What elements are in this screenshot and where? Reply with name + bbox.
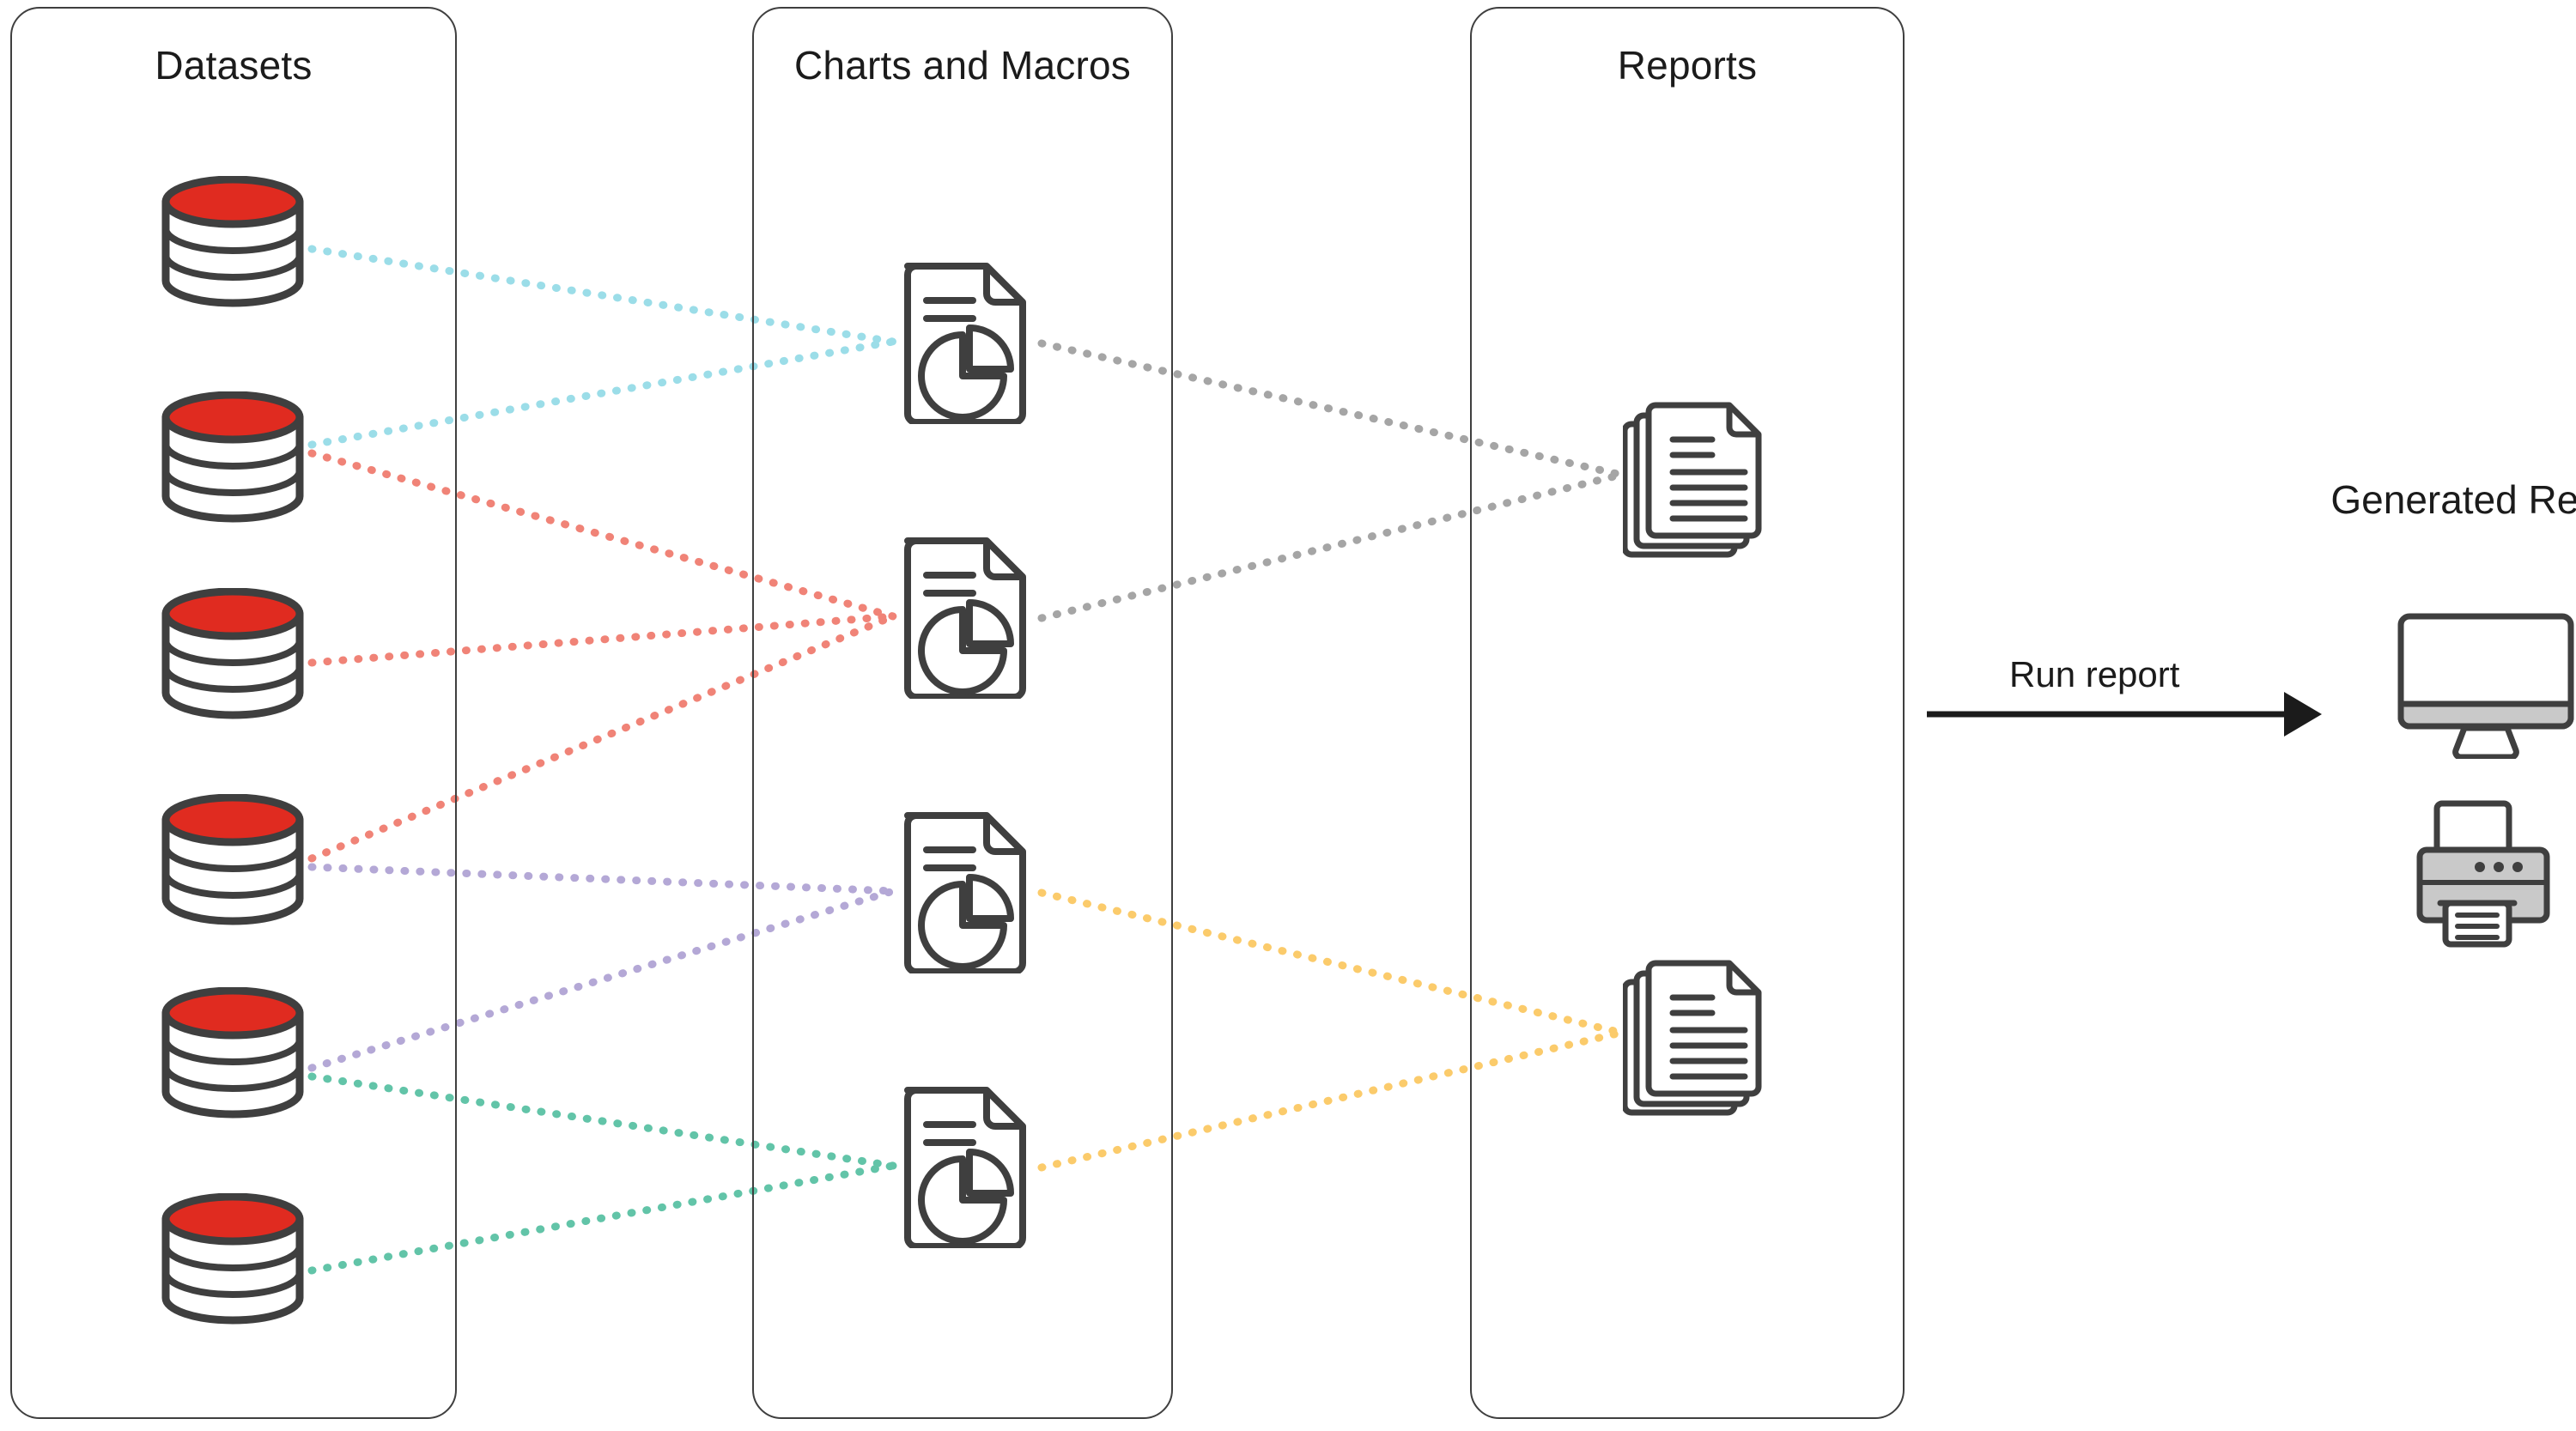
group-box-datasets: Datasets bbox=[10, 7, 457, 1419]
chart-3[interactable] bbox=[896, 805, 1033, 978]
run-report-label: Run report bbox=[2009, 654, 2180, 694]
dataset-3[interactable] bbox=[157, 587, 308, 730]
dataset-6[interactable] bbox=[157, 1192, 308, 1335]
dataset-1[interactable] bbox=[157, 175, 308, 318]
document-stack-icon bbox=[1621, 402, 1762, 558]
database-icon bbox=[161, 587, 304, 719]
report-2[interactable] bbox=[1621, 951, 1771, 1127]
database-icon bbox=[161, 175, 304, 307]
database-icon bbox=[161, 391, 304, 523]
chart-1[interactable] bbox=[896, 256, 1033, 428]
pie-chart-document-icon bbox=[904, 1087, 1026, 1250]
database-icon bbox=[161, 793, 304, 925]
report-1[interactable] bbox=[1621, 393, 1771, 569]
group-title-reports: Reports bbox=[1617, 43, 1758, 88]
database-icon bbox=[161, 1192, 304, 1325]
generated-reports-title: Generated Reports bbox=[2330, 477, 2576, 522]
dataset-4[interactable] bbox=[157, 793, 308, 936]
group-title-charts: Charts and Macros bbox=[794, 43, 1131, 88]
dataset-5[interactable] bbox=[157, 986, 308, 1129]
run-report-arrow-head bbox=[2284, 692, 2322, 737]
chart-2[interactable] bbox=[896, 531, 1033, 703]
monitor-icon bbox=[2397, 613, 2574, 761]
printer-icon bbox=[2416, 800, 2550, 948]
chart-4[interactable] bbox=[896, 1080, 1033, 1252]
group-box-reports: Reports bbox=[1470, 7, 1905, 1419]
document-stack-icon bbox=[1621, 960, 1762, 1116]
generated-printer[interactable] bbox=[2415, 798, 2552, 954]
pie-chart-document-icon bbox=[904, 263, 1026, 426]
group-box-charts: Charts and Macros bbox=[752, 7, 1173, 1419]
database-icon bbox=[161, 986, 304, 1119]
pie-chart-document-icon bbox=[904, 812, 1026, 975]
generated-monitor[interactable] bbox=[2396, 611, 2576, 763]
pie-chart-document-icon bbox=[904, 537, 1026, 700]
group-title-datasets: Datasets bbox=[155, 43, 313, 88]
dataset-2[interactable] bbox=[157, 391, 308, 533]
